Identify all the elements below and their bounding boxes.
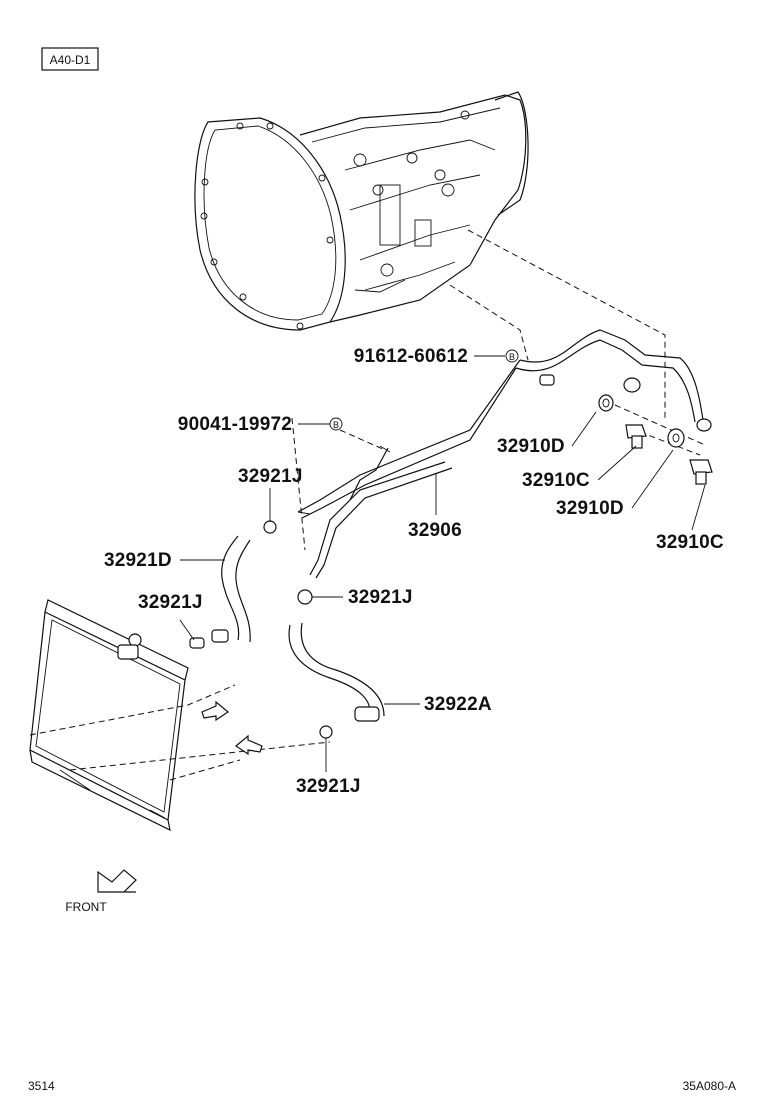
- callout-32910C-upper: 32910C: [522, 470, 590, 491]
- front-direction-indicator: FRONT: [65, 869, 137, 914]
- callout-32910D-lower: 32910D: [556, 498, 624, 519]
- callout-32906: 32906: [408, 520, 462, 541]
- callout-90041-19972: 90041-19972: [178, 414, 292, 435]
- hose-32921D: [211, 535, 251, 643]
- oil-cooler-tube: [297, 329, 712, 579]
- bracket: [349, 445, 391, 501]
- marker-b-2: B: [333, 420, 339, 430]
- fittings-group: [598, 394, 713, 485]
- hose-32922A: [288, 622, 385, 722]
- callout-32910C-lower: 32910C: [656, 532, 724, 553]
- flow-arrows: [201, 700, 263, 756]
- section-code-box: A40-D1: [41, 47, 99, 71]
- callout-32921J-bottom: 32921J: [296, 776, 361, 797]
- footer: 3514 35A080-A: [28, 1079, 736, 1093]
- part-number-callouts: 91612-60612 90041-19972 32910D 32910C 32…: [104, 346, 724, 797]
- callout-32921J-left: 32921J: [138, 592, 203, 613]
- callout-32921D: 32921D: [104, 550, 172, 571]
- callout-91612-60612: 91612-60612: [354, 346, 468, 367]
- circled-b-markers: B B: [329, 349, 519, 431]
- radiator-illustration: [29, 599, 189, 832]
- page-number: 3514: [28, 1079, 55, 1093]
- callout-32921J-top: 32921J: [238, 466, 303, 487]
- clamps: [189, 511, 333, 739]
- callout-32910D-upper: 32910D: [497, 436, 565, 457]
- callout-32921J-middle: 32921J: [348, 587, 413, 608]
- drawing-id: 35A080-A: [683, 1079, 736, 1093]
- dashed-leaders: [29, 229, 706, 781]
- callout-leaders: [179, 355, 706, 772]
- front-label: FRONT: [65, 900, 107, 914]
- callout-32922A: 32922A: [424, 694, 492, 715]
- transmission-illustration: [194, 91, 529, 331]
- section-code-text: A40-D1: [50, 53, 91, 67]
- marker-b-1: B: [509, 352, 515, 362]
